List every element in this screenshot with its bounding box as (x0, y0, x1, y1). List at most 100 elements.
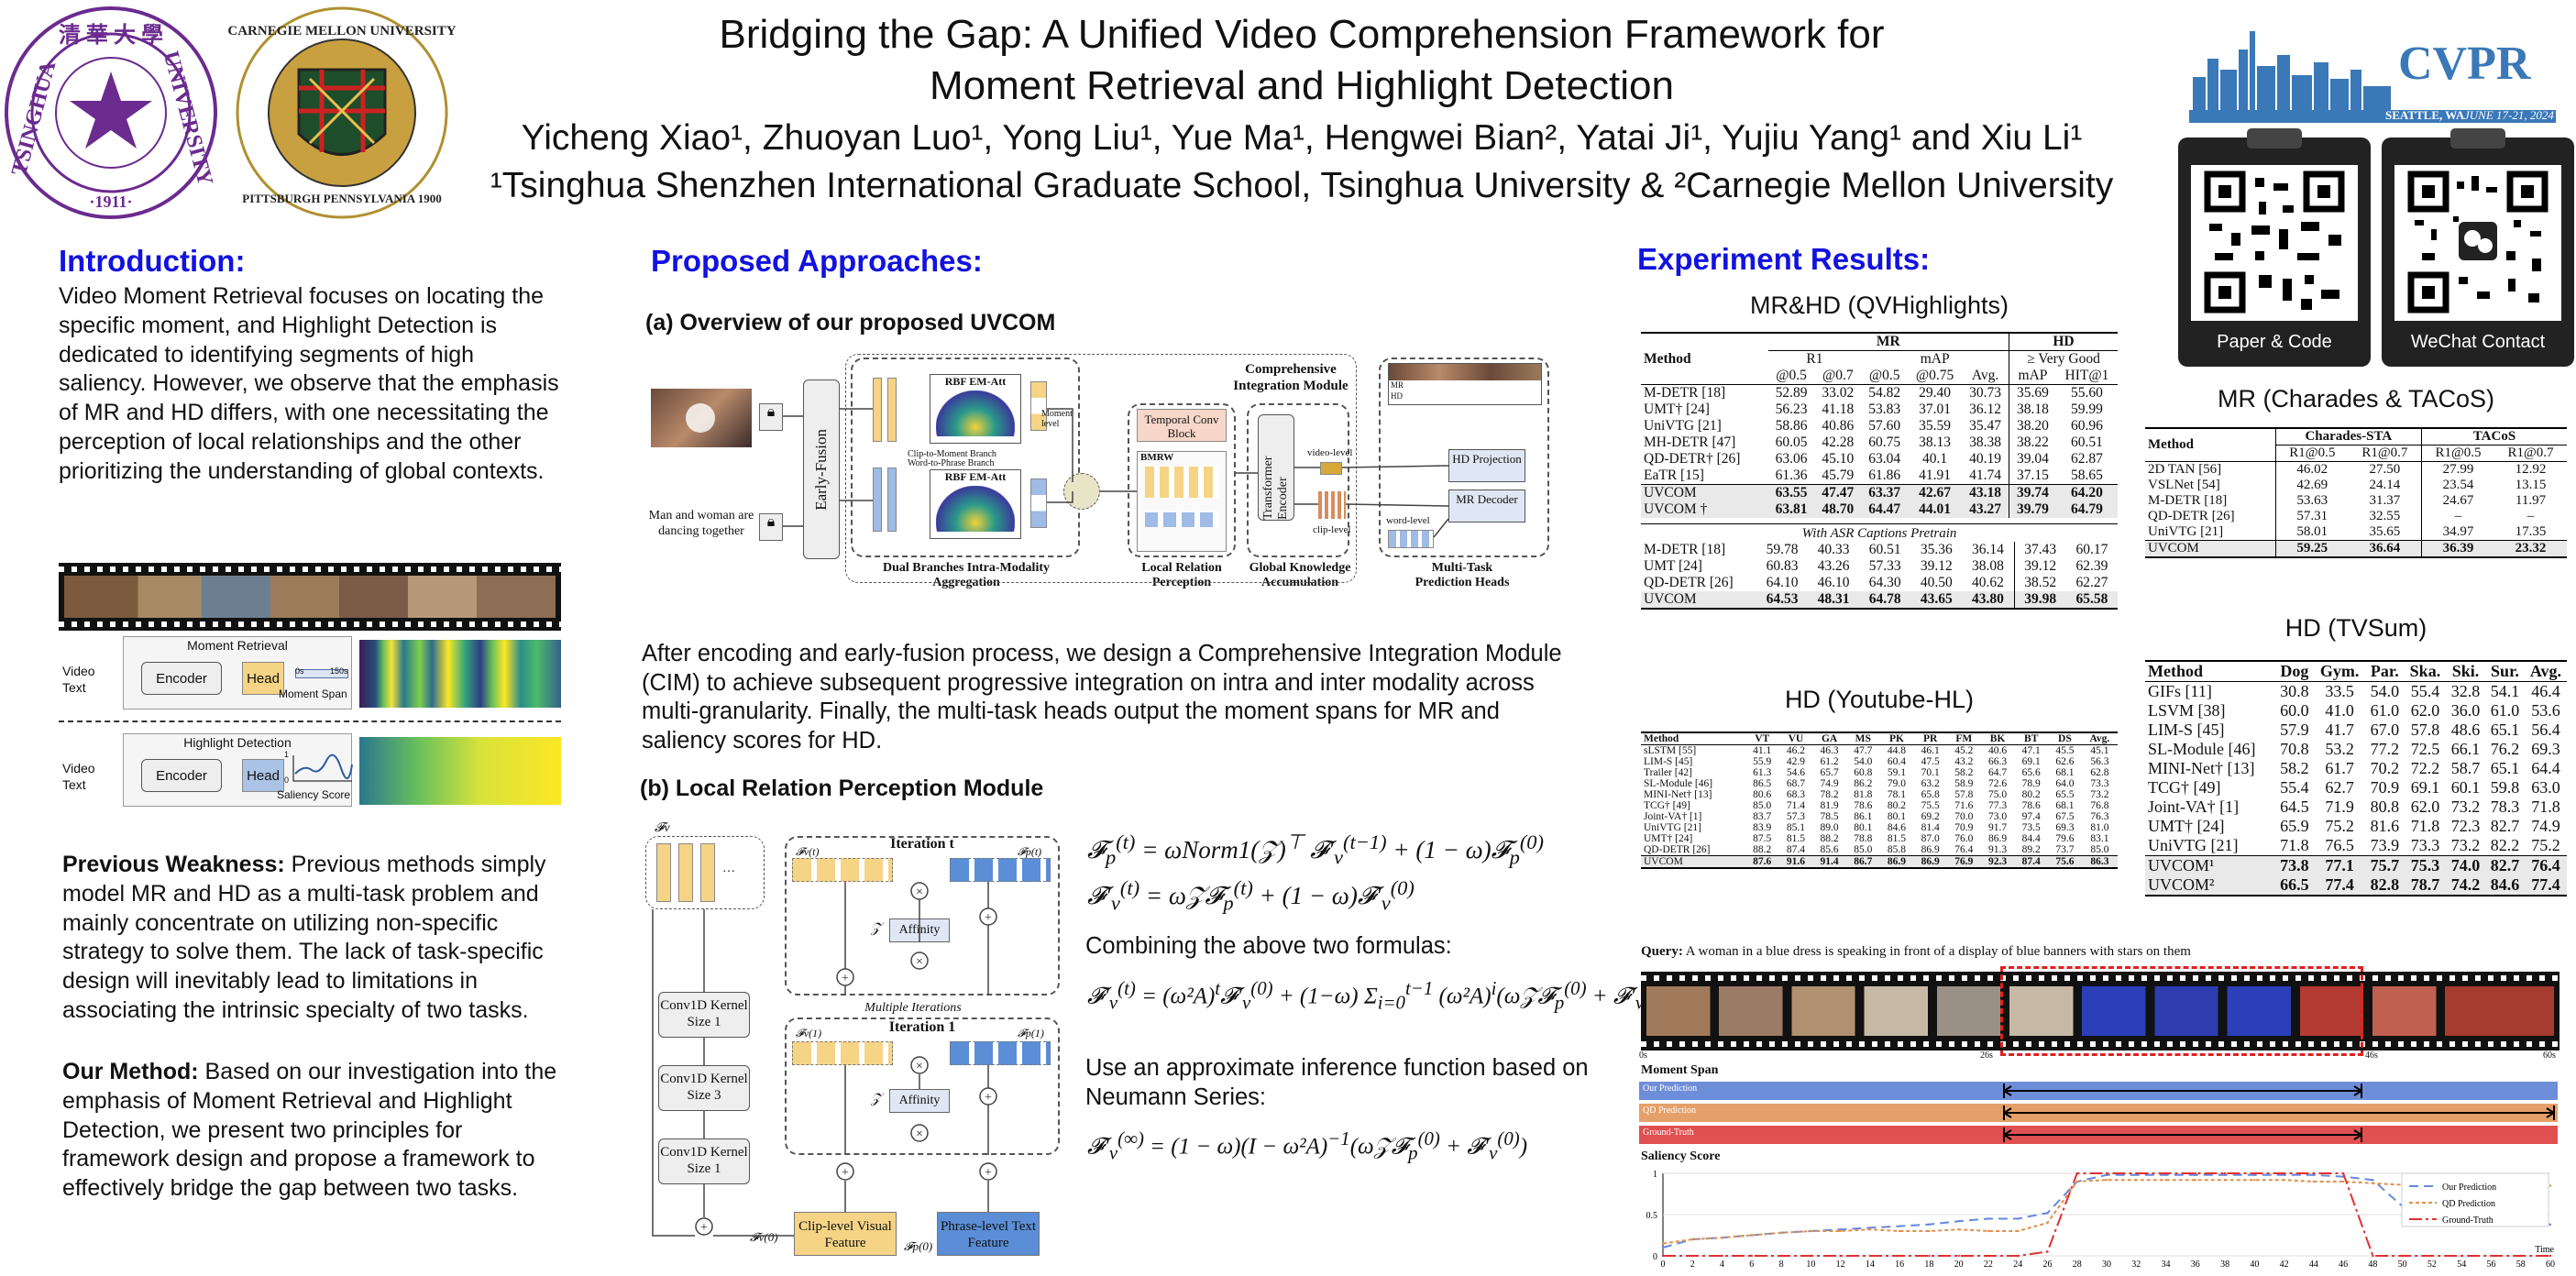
qvh-cell: 63.81 (1767, 501, 1815, 518)
svg-text:×: × (916, 1128, 923, 1141)
yt-cell: 89.2 (2021, 844, 2041, 855)
yt-cell: 61.3 (1753, 767, 1772, 778)
yt-cell: Joint-VA† [1] (1644, 811, 1702, 822)
qvh-asr-cell: 43.26 (1817, 558, 1850, 574)
qr-code-wechat[interactable] (2394, 165, 2561, 321)
saliency-point (2341, 1180, 2345, 1183)
yt-col-header: VT (1755, 733, 1770, 744)
yt-cell: 47.5 (1921, 756, 1940, 767)
tvs-cell: GIFs [11] (2148, 682, 2212, 700)
qvh-asr-cell: 59.78 (1766, 542, 1799, 557)
saliency-y-tick: 0 (1653, 1252, 1657, 1262)
yt-cell: 86.2 (1854, 778, 1873, 789)
mr-head: Head (242, 662, 284, 695)
qvh-asr-cell: 57.33 (1868, 558, 1901, 574)
fpt-label: 𝓕p(t) (1018, 845, 1042, 858)
qvh-cell: 35.59 (1919, 418, 1952, 434)
fp1-label: 𝓕p(1) (1018, 1027, 1044, 1040)
tvs-cell: 53.2 (2325, 740, 2354, 758)
qvh-cell: 41.91 (1919, 468, 1952, 483)
yt-cell: 62.6 (2055, 756, 2075, 767)
cha-uvcom-cell: 36.39 (2420, 540, 2495, 557)
yt-cell: 75.5 (1921, 800, 1940, 811)
yt-cell: 78.6 (2021, 800, 2041, 811)
saliency-point (2341, 1172, 2345, 1175)
saliency-time-label: Time (2535, 1245, 2554, 1255)
saliency-point (1957, 1254, 1960, 1258)
yt-cell: 85.0 (1753, 800, 1772, 811)
qvh-asr-cell: 39.12 (2013, 558, 2066, 575)
tvs-cell: 32.8 (2450, 682, 2481, 700)
qvh-cell: 40.86 (1822, 418, 1855, 434)
saliency-point (1810, 1254, 1812, 1258)
yt-cell: 47.7 (1854, 745, 1873, 756)
qvh-asr-method: UMT [24] (1644, 558, 1702, 574)
z-label-1: 𝒵 (871, 1092, 882, 1106)
saliency-point (2194, 1173, 2196, 1176)
cha-cell: 24.67 (2420, 493, 2495, 509)
cha-head-tac: TACoS (2420, 428, 2567, 446)
tvs-cell: TCG† [49] (2148, 778, 2221, 797)
yt-cell: 91.3 (1987, 844, 2008, 855)
svg-text:×: × (916, 1060, 923, 1073)
yt-cell: sLSTM [55] (1644, 745, 1697, 756)
moment-level-label: Moment level (1041, 409, 1073, 429)
cha-cell: 27.99 (2420, 461, 2495, 478)
qr-card-paper[interactable]: Paper & Code (2178, 128, 2371, 367)
saliency-x-tick: 58 (2516, 1260, 2526, 1270)
mr-decoder-label: MR Decoder (1456, 492, 1518, 506)
cha-col-header: R1@0.5 (2274, 445, 2349, 462)
tvs-cell: LIM-S [45] (2148, 720, 2225, 739)
svg-text:+: + (842, 972, 849, 985)
saliency-point (2194, 1172, 2196, 1175)
method-text: Based on our investigation into the emph… (62, 1059, 557, 1202)
saliency-point (1898, 1254, 1901, 1258)
rbf-box-1: RBF EM-Att (930, 374, 1021, 444)
lock-icon: 🔒︎ (759, 513, 783, 541)
yt-cell: 58.2 (1954, 767, 1974, 778)
saliency-point (2017, 1217, 2020, 1220)
saliency-point (1987, 1217, 1990, 1220)
yt-cell: 62.8 (2090, 767, 2109, 778)
weakness-paragraph: Previous Weakness: Previous methods simp… (62, 851, 565, 1026)
yt-cell: 57.8 (1954, 789, 1974, 800)
tvs-cell: Joint-VA† [1] (2148, 798, 2240, 816)
equation-4: 𝓕′v(∞) = (1 − ω)(I − ω²A)−1(ω𝒵𝓕p(0) + 𝓕′… (1087, 1128, 1528, 1164)
tvs-cell: 58.2 (2280, 759, 2309, 777)
tvs-title: HD (TVSum) (2284, 614, 2427, 642)
tvs-col-header: Par. (2370, 662, 2399, 680)
saliency-point (2164, 1172, 2167, 1175)
qr-code-paper[interactable] (2191, 165, 2358, 321)
saliency-point (2075, 1180, 2078, 1183)
qvh-table: Method MR HD R1 mAP ≥ Very Good @0.5@0.7… (1641, 332, 2118, 518)
affinity-box-1: Affinity (889, 1089, 950, 1113)
tvs-cell: 70.9 (2370, 778, 2400, 797)
saliency-x-tick: 50 (2398, 1260, 2407, 1270)
yt-cell: 78.6 (1854, 800, 1873, 811)
yt-cell: 83.9 (1753, 822, 1772, 833)
saliency-x-tick: 8 (1779, 1260, 1784, 1270)
qvh-cell: 52.89 (1775, 385, 1808, 401)
yt-cell: 45.2 (1954, 745, 1974, 756)
qr-card-wechat[interactable]: WeChat Contact (2382, 128, 2574, 367)
qr-label-paper: Paper & Code (2217, 332, 2332, 352)
yt-cell: 76.3 (2090, 811, 2109, 822)
tvs-cell: 62.0 (2410, 701, 2440, 720)
qvh-cell: 43.27 (1962, 501, 2009, 518)
qvh-cell: 61.36 (1775, 468, 1808, 483)
approach-description: After encoding and early-fusion process,… (642, 641, 1562, 754)
gt-bar: Ground-Truth (1639, 1126, 2558, 1144)
qvh-cell: 58.65 (2071, 468, 2103, 483)
tvs-col-header: Method (2148, 662, 2203, 680)
